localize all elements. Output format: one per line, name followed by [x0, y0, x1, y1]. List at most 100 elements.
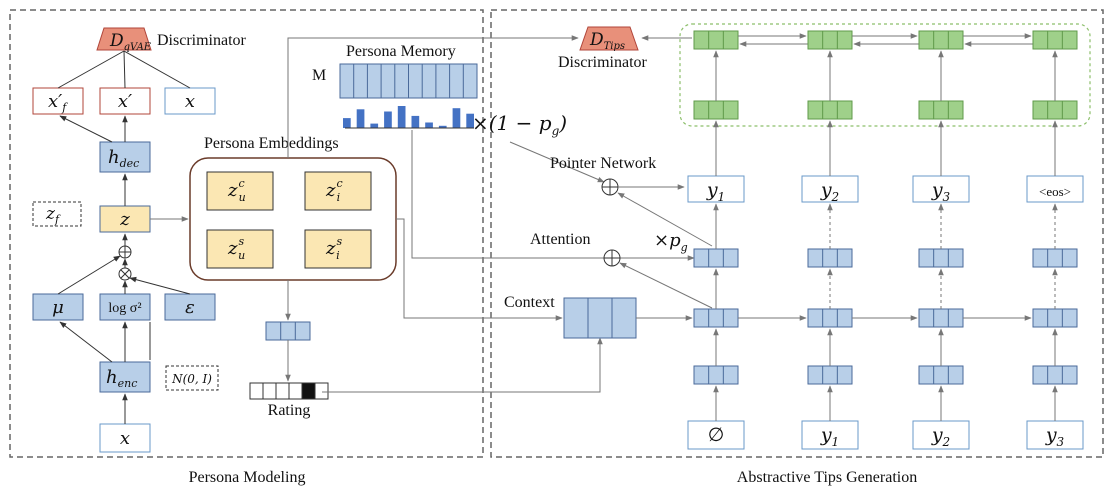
x-real-box — [164, 87, 216, 115]
vae-discriminator-label: Discriminator — [157, 32, 247, 49]
times-pg-label: ×pg — [654, 230, 688, 254]
z-f-box — [32, 201, 82, 227]
rating-cell — [262, 382, 277, 400]
disc-embedding-vector — [1032, 100, 1078, 120]
input-token-label: y3 — [1045, 424, 1065, 449]
epsilon-label: ε — [185, 297, 195, 318]
context-label: Context — [504, 294, 555, 311]
normal-prior-box — [165, 365, 219, 391]
attention-vector — [918, 248, 964, 268]
attention-vector — [1032, 248, 1078, 268]
memory-weight-bar — [370, 123, 379, 128]
attention-vector — [693, 248, 739, 268]
persona-modeling-title: Persona Modeling — [189, 469, 306, 486]
memory-weight-bar — [411, 115, 420, 128]
tips-generation-panel — [490, 9, 1104, 458]
h-dec-label: hdec — [108, 147, 139, 170]
rating-cell — [288, 382, 303, 400]
memory-weight-bar — [397, 106, 406, 128]
output-token-label: <eos> — [1039, 184, 1071, 199]
disc-hidden-vector — [918, 30, 964, 50]
rating-vector — [249, 382, 329, 400]
vae-discriminator-symbol: DqVAE — [109, 31, 152, 53]
logsigma-label: log σ² — [108, 301, 141, 316]
tips-discriminator-label: Discriminator — [558, 54, 648, 71]
persona-memory-title: Persona Memory — [346, 43, 456, 60]
rating-hidden-vector — [265, 321, 311, 341]
tips-discriminator-shape — [579, 26, 639, 51]
attention-vector — [807, 248, 853, 268]
input-embedding-vector — [693, 365, 739, 385]
xf-prime-label: x′f — [48, 91, 68, 114]
memory-weight-bar — [356, 109, 365, 128]
disc-hidden-vector — [693, 30, 739, 50]
rating-cell — [275, 382, 290, 400]
generator-column: y3 <eos> — [1026, 30, 1084, 450]
memory-attention-weights — [343, 106, 474, 128]
z-u-s-box — [206, 229, 274, 269]
input-embedding-vector — [1032, 365, 1078, 385]
memory-weight-bar — [425, 122, 433, 128]
logsigma-box — [99, 293, 151, 321]
input-token-box — [801, 420, 859, 450]
rating-cell — [301, 382, 316, 400]
rating-cell — [314, 382, 329, 400]
input-token-label: ∅ — [708, 425, 725, 446]
mu-label: μ — [52, 297, 64, 318]
normal-prior-label: N(0, I) — [171, 372, 212, 386]
decoder-hidden-vector — [1032, 308, 1078, 328]
memory-weight-bar — [384, 111, 392, 128]
rating-cell — [249, 382, 264, 400]
input-token-box — [912, 420, 970, 450]
persona-memory-matrix — [339, 63, 478, 99]
z-u-c-box — [206, 171, 274, 211]
z-f-label: zf — [45, 204, 61, 226]
one-minus-pg-label: ×(1 − pg) — [472, 111, 567, 138]
x-input-label: x — [120, 428, 130, 449]
decoder-hidden-vector — [693, 308, 739, 328]
epsilon-box — [164, 293, 216, 321]
disc-hidden-vector — [807, 30, 853, 50]
generator-column: ∅ y1 — [687, 30, 808, 450]
memory-weight-bar — [466, 113, 474, 128]
attention-label: Attention — [530, 231, 590, 248]
tips-generation-title: Abstractive Tips Generation — [737, 469, 917, 486]
x-real-label: x — [185, 91, 195, 112]
output-token-label: y2 — [820, 179, 839, 204]
vae-discriminator-shape — [96, 27, 152, 51]
persona-embeddings-title: Persona Embeddings — [204, 135, 339, 152]
tips-discriminator-symbol: DTips — [589, 30, 625, 52]
mu-box — [32, 293, 84, 321]
memory-weight-bar — [438, 125, 447, 128]
decoder-hidden-vector — [918, 308, 964, 328]
input-embedding-vector — [807, 365, 853, 385]
input-token-label: y2 — [931, 424, 950, 449]
context-vector — [563, 297, 637, 339]
decoder-hidden-vector — [807, 308, 853, 328]
discriminator-rnn-region — [679, 23, 1091, 127]
z-i-c-box — [304, 171, 372, 211]
memory-weight-bar — [343, 118, 351, 128]
x-prime-box — [99, 87, 151, 115]
x-input-box — [99, 423, 151, 453]
output-token-box — [1026, 175, 1084, 203]
x-prime-label: x′ — [118, 91, 132, 112]
disc-embedding-vector — [918, 100, 964, 120]
pointer-network-label: Pointer Network — [550, 155, 656, 172]
rating-label: Rating — [268, 402, 311, 419]
disc-embedding-vector — [807, 100, 853, 120]
h-enc-label: henc — [106, 367, 137, 390]
memory-weight-bar — [452, 108, 461, 128]
output-token-label: y1 — [706, 179, 725, 204]
persona-memory-label: M — [312, 67, 326, 84]
output-token-box — [912, 175, 970, 203]
z-label: z — [119, 209, 130, 230]
